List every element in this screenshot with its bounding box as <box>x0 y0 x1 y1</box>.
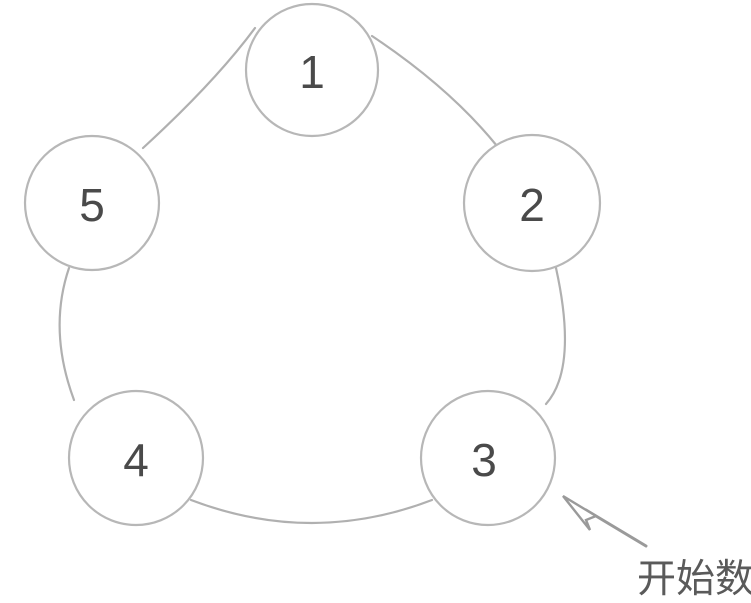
ring-edge-5-to-1 <box>141 26 257 150</box>
edges-group <box>58 26 567 525</box>
start-pointer-annotation: 开始数 <box>562 494 751 602</box>
start-pointer-arrow-head <box>562 494 599 531</box>
ring-node-3[interactable]: 3 <box>419 389 557 527</box>
ring-node-4[interactable]: 4 <box>67 389 205 527</box>
node-3-label: 3 <box>471 434 497 486</box>
node-5-circle[interactable] <box>23 134 161 272</box>
node-1-label: 1 <box>299 46 325 98</box>
ring-edge-1-to-2 <box>370 34 499 148</box>
node-4-label: 4 <box>123 434 149 486</box>
ring-edge-4-to-5 <box>58 266 76 402</box>
ring-node-1[interactable]: 1 <box>244 2 380 138</box>
node-3-circle[interactable] <box>419 389 557 527</box>
start-pointer-label: 开始数 <box>637 557 751 602</box>
ring-edge-2-to-3 <box>544 266 567 406</box>
node-1-circle[interactable] <box>244 2 380 138</box>
node-5-label: 5 <box>79 179 105 231</box>
ring-edge-3-to-4 <box>189 498 434 525</box>
nodes-group: 1 2 3 4 5 <box>23 2 602 527</box>
ring-node-5[interactable]: 5 <box>23 134 161 272</box>
node-2-circle[interactable] <box>462 133 602 273</box>
node-2-label: 2 <box>519 179 545 231</box>
node-4-circle[interactable] <box>67 389 205 527</box>
ring-node-2[interactable]: 2 <box>462 133 602 273</box>
